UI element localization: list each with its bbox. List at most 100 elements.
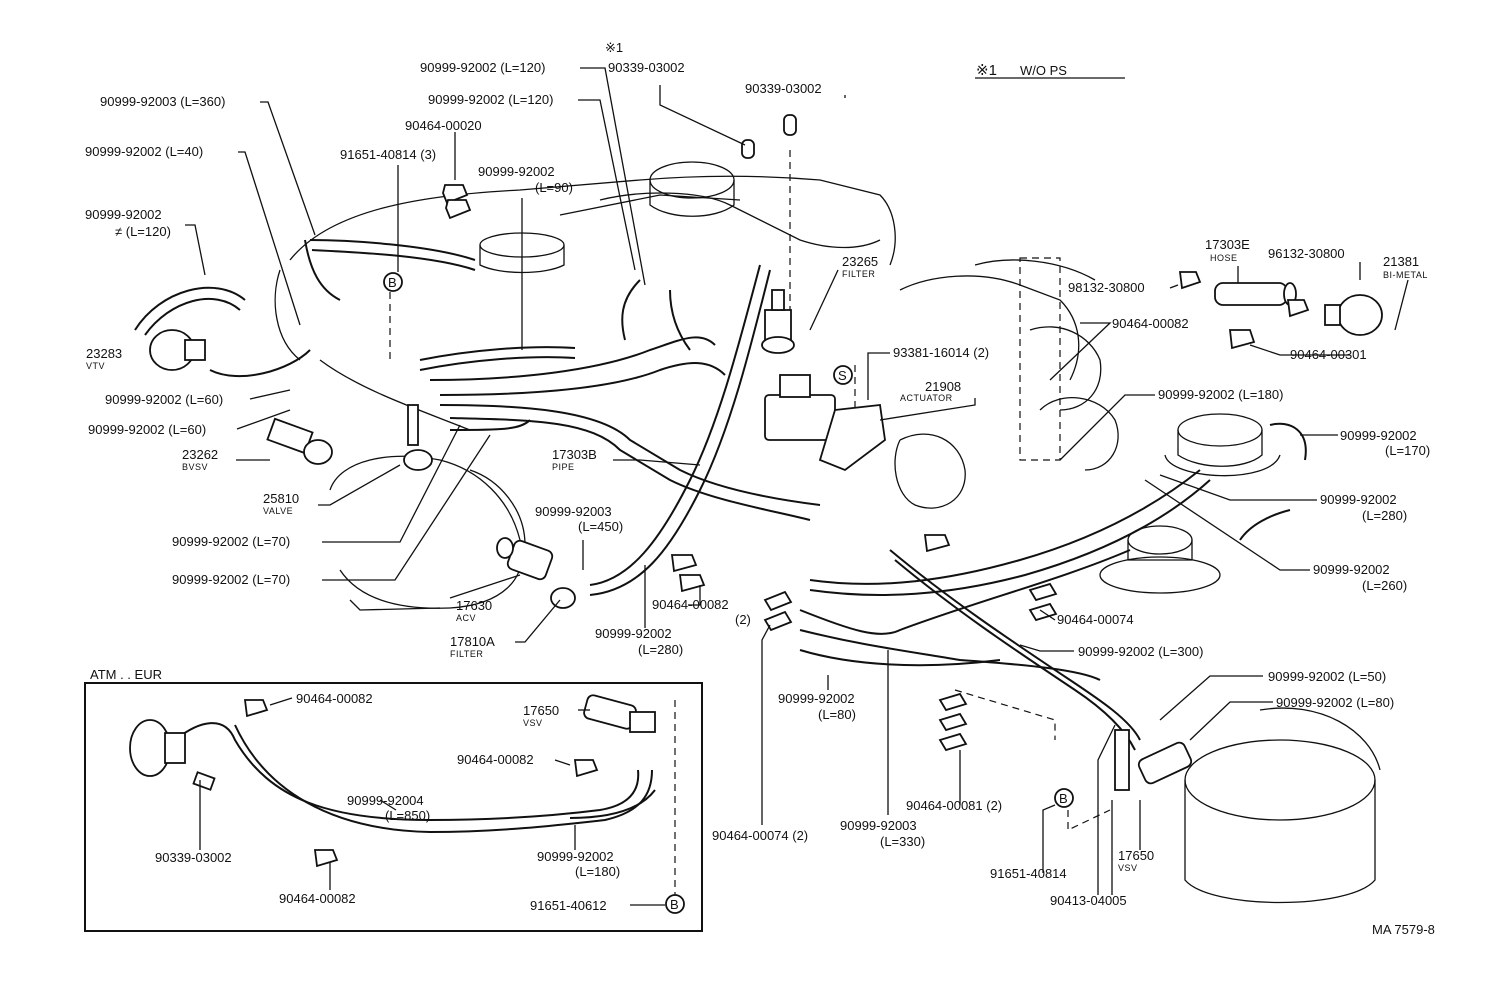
label-p58: 90464-00082 [296,691,373,706]
label-p72: 90339-03002 [155,850,232,865]
components [84,77,1383,932]
label-p41: (L=280) [1362,508,1407,523]
label-p20: BI-METAL [1383,270,1428,280]
label-p53: 17810A [450,634,495,649]
legend-text: W/O PS [1020,63,1067,78]
label-p62: 90999-92002 [778,691,855,706]
label-p73: 90999-92002 [537,849,614,864]
label-p49: ACV [456,613,476,623]
label-p17: HOSE [1210,253,1238,263]
mark-b-1-text: B [388,275,397,290]
clamp-group [243,184,1310,868]
label-p44: 90999-92002 (L=70) [172,534,290,549]
label-p79: 91651-40612 [530,898,607,913]
label-p67: (L=850) [385,808,430,823]
bi-metal-21381 [1324,294,1383,336]
label-p07: 90464-00020 [405,118,482,133]
label-p56: (L=280) [638,642,683,657]
label-p54: FILTER [450,649,483,659]
vsv-17650 [1114,729,1193,791]
inset-title: ATM . . EUR [90,667,162,682]
label-p05: 90999-92002 (L=120) [428,92,553,107]
label-p02: ※1 [605,40,623,55]
label-p06: 90339-03002 [745,81,822,96]
label-p60: VSV [523,718,543,728]
label-p52: 90464-00074 [1057,612,1134,627]
label-p47: 90999-92002 (L=70) [172,572,290,587]
label-p64: 90999-92002 (L=80) [1276,695,1394,710]
label-p74: (L=180) [575,864,620,879]
cap-90339-b [783,114,797,136]
label-p30: 90999-92002 (L=180) [1158,387,1283,402]
label-p36: 17303B [552,447,597,462]
label-p04: 90999-92003 (L=360) [100,94,225,109]
label-p08: 90999-92002 (L=40) [85,144,203,159]
label-p66: 90999-92004 [347,793,424,808]
label-p12: 90999-92002 [85,207,162,222]
label-p75: 17650 [1118,848,1154,863]
label-p25: 93381-16014 (2) [893,345,989,360]
label-p10: 90999-92002 [478,164,555,179]
label-p31: 90999-92002 (L=60) [88,422,206,437]
label-p68: 90464-00074 (2) [712,828,808,843]
label-p46: (L=260) [1362,578,1407,593]
label-p03: 90339-03002 [608,60,685,75]
hose-17303e [1214,282,1297,306]
legend-mark: ※1 [976,62,997,79]
label-p40: 90999-92002 [1320,492,1397,507]
valve-25810 [403,404,433,471]
label-p32: 90999-92002 [1340,428,1417,443]
vtv-23283 [149,329,206,371]
circle-marks: B S B B [383,272,1074,914]
label-p61: 90999-92002 (L=50) [1268,669,1386,684]
filter-23265 [761,289,795,354]
label-p43: (L=450) [578,519,623,534]
label-p28: 21908 [925,379,961,394]
mark-b-1 [383,272,403,292]
label-p01: 90999-92002 (L=120) [420,60,545,75]
label-p13: ≠ (L=120) [115,224,171,239]
label-p15: FILTER [842,269,875,279]
label-p55: 90999-92002 [595,626,672,641]
label-p14: 23265 [842,254,878,269]
label-p34: 23262 [182,447,218,462]
label-p45: 90999-92002 [1313,562,1390,577]
vacuum-hoses [134,239,1307,834]
label-p63: (L=80) [818,707,856,722]
label-p22: 23283 [86,346,122,361]
vsv-17650-inset [583,694,656,733]
mark-s-text: S [838,368,847,383]
label-p35: BVSV [182,462,208,472]
leader-lines [185,67,1409,906]
label-p70: (L=330) [880,834,925,849]
label-p21: 98132-30800 [1068,280,1145,295]
label-p65: 90464-00082 [457,752,534,767]
label-p39: VALVE [263,506,293,516]
label-p09: 91651-40814 (3) [340,147,436,162]
cap-90339-a [741,139,755,159]
label-p59: 17650 [523,703,559,718]
bvsv-23262 [266,417,333,465]
acv-17630 [496,537,554,581]
label-p77: 90464-00082 [279,891,356,906]
label-p80: 90413-04005 [1050,893,1127,908]
mark-b-2-text: B [1059,791,1068,806]
label-p71: 90464-00081 (2) [906,798,1002,813]
mark-s [833,365,853,385]
label-p50: 90464-00082 [652,597,729,612]
label-p18: 96132-30800 [1268,246,1345,261]
label-p26: 90464-00301 [1290,347,1367,362]
label-p76: VSV [1118,863,1138,873]
label-p42: 90999-92003 [535,504,612,519]
inset-frame [84,682,703,932]
label-p23: VTV [86,361,105,371]
label-p37: PIPE [552,462,575,472]
inset-diaphragm [129,719,216,791]
label-p16: 17303E [1205,237,1250,252]
drawing-number: MA 7579-8 [1372,922,1435,937]
filter-17810a [550,587,576,609]
label-p78: 91651-40814 [990,866,1067,881]
actuator-21908 [764,374,886,472]
label-p33: (L=170) [1385,443,1430,458]
